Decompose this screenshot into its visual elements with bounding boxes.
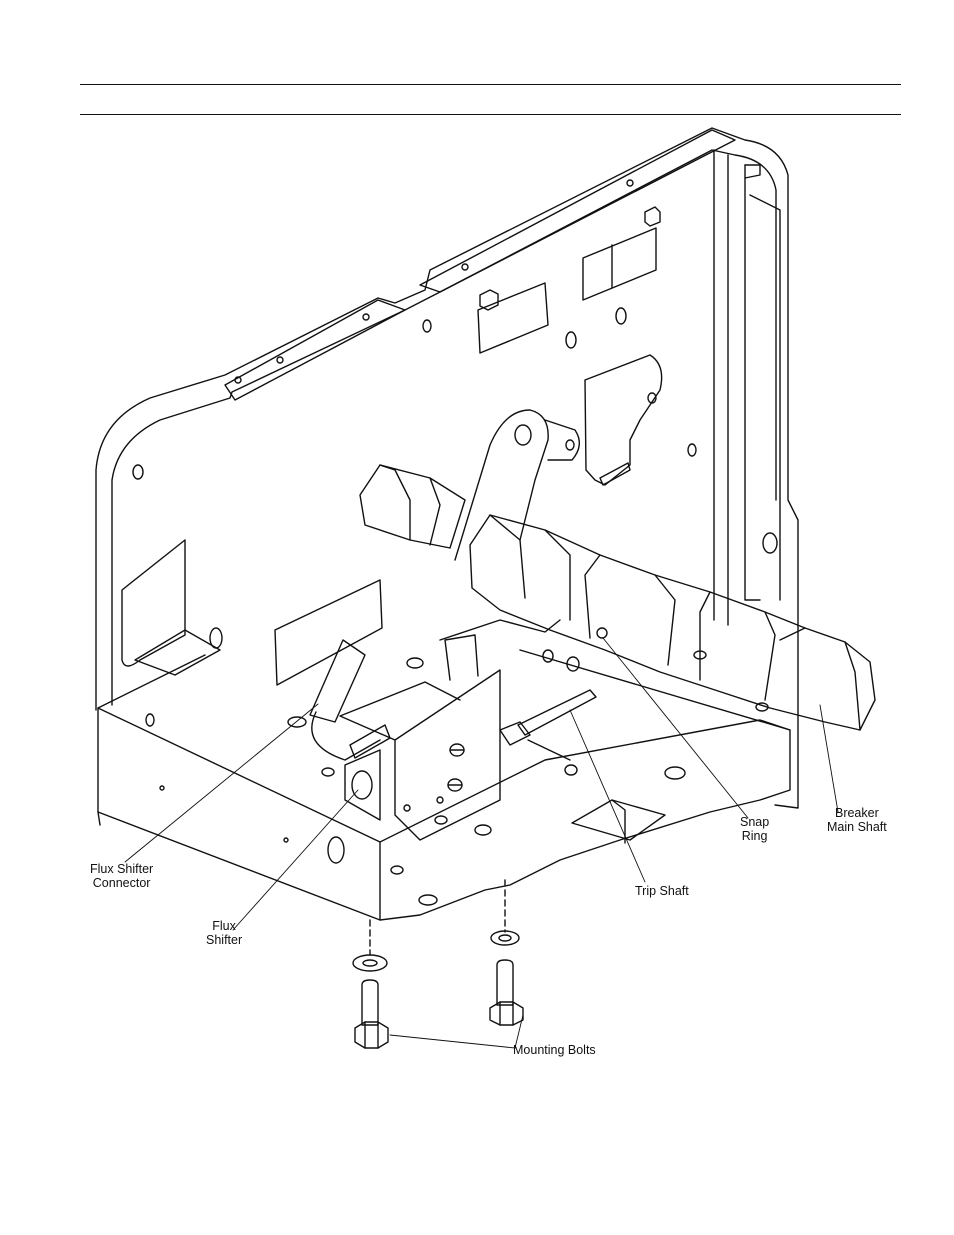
panel-hole	[461, 263, 469, 271]
panel-slot	[274, 579, 383, 686]
callout-line: Ring	[741, 829, 768, 843]
panel-slot	[477, 282, 549, 354]
flux-shifter-connector	[309, 639, 366, 723]
leader-flux-shifter-connector	[124, 703, 319, 863]
callout-breaker-main-shaft: Breaker Main Shaft	[827, 806, 887, 834]
panel-hole	[276, 356, 284, 364]
panel-hole	[626, 179, 634, 187]
top-flange-left	[224, 299, 406, 401]
back-panel-inner	[111, 149, 777, 706]
breaker-main-shaft	[469, 514, 876, 731]
leader-snap-ring	[602, 637, 749, 819]
panel-hole	[422, 319, 432, 333]
panel-hole	[145, 713, 155, 727]
trip-shaft	[517, 689, 597, 736]
header-rule-top	[80, 84, 901, 85]
mounting-bolt	[496, 959, 514, 1006]
tray-floor	[379, 719, 791, 921]
callout-flux-shifter: Flux Shifter	[206, 919, 242, 947]
callout-line: Breaker	[834, 806, 879, 820]
leader-flux-shifter	[232, 789, 359, 931]
callout-line: Main Shaft	[827, 820, 887, 834]
panel-hole	[565, 331, 577, 349]
panel-hole	[132, 464, 144, 480]
mounting-bolt	[361, 979, 379, 1026]
callout-line: Connector	[92, 876, 151, 890]
callout-mounting-bolts: Mounting Bolts	[513, 1043, 596, 1057]
panel-hole	[615, 307, 627, 325]
callout-line: Shifter	[206, 933, 243, 947]
callout-flux-shifter-connector: Flux Shifter Connector	[90, 862, 153, 890]
leader-breaker-main-shaft	[819, 704, 839, 813]
panel-hole	[362, 313, 370, 321]
panel-hole	[687, 443, 697, 457]
callout-line: Mounting Bolts	[513, 1043, 596, 1057]
panel-slot	[121, 539, 186, 667]
flux-shifter-bracket	[394, 669, 501, 841]
callout-line: Flux Shifter	[90, 862, 154, 876]
callout-trip-shaft: Trip Shaft	[635, 884, 689, 898]
leader-trip-shaft	[569, 709, 646, 883]
callout-line: Flux	[212, 919, 236, 933]
leader-mounting-bolts-a	[389, 1034, 516, 1049]
lock-washer	[352, 954, 388, 972]
callout-snap-ring: Snap Ring	[740, 815, 769, 843]
top-flange-right	[419, 129, 736, 293]
callout-line: Trip Shaft	[635, 884, 689, 898]
leader-mounting-bolts-b	[514, 1014, 524, 1049]
header-rule-bottom	[80, 114, 901, 115]
panel-hole	[762, 532, 778, 554]
lock-washer	[490, 930, 520, 946]
lever-arm	[454, 409, 549, 561]
callout-line: Snap	[740, 815, 770, 829]
snap-ring	[596, 627, 608, 639]
panel-slot	[582, 227, 657, 301]
back-panel	[95, 127, 799, 809]
panel-hole	[234, 376, 242, 384]
